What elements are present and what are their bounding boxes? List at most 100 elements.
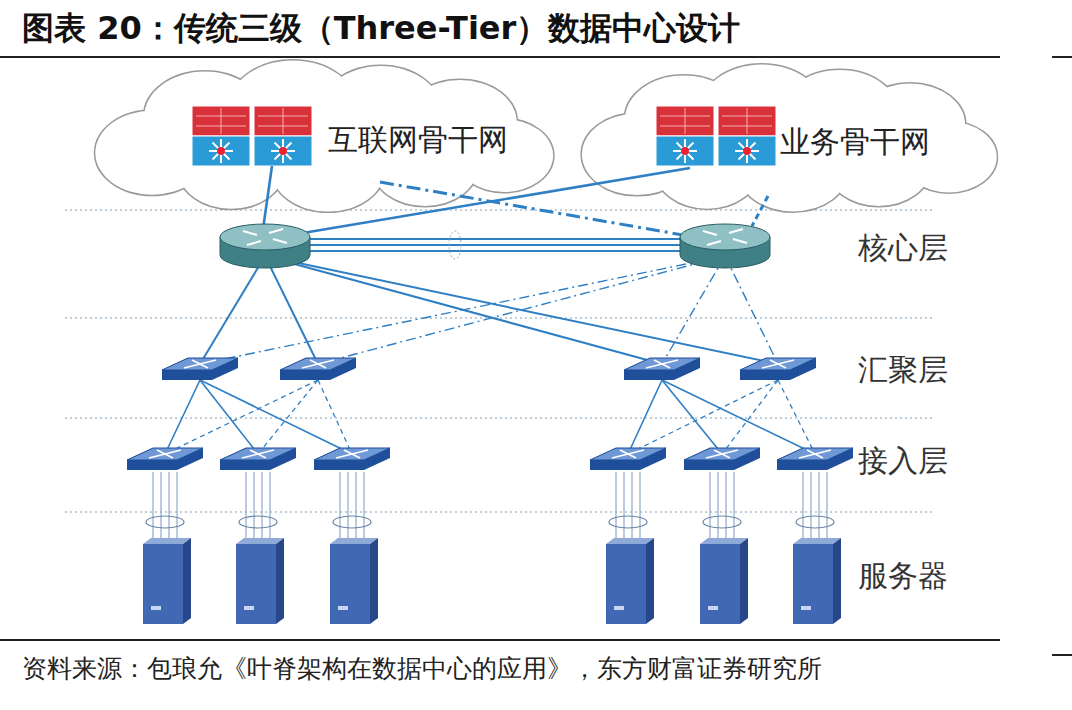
cloud-label: 互联网骨干网 [328,122,508,158]
server-link [818,472,819,540]
source-caption-box: 资料来源：包琅允《叶脊架构在数据中心的应用》，东方财富证券研究所 [22,652,1002,685]
server-link [339,472,340,540]
core-aggregation-link [200,256,725,364]
layer-separator [65,317,935,318]
backbone-switch-icon [718,106,776,166]
aggregation-access-link [628,380,778,454]
network-switch [280,358,356,380]
network-switch [220,448,296,470]
core-aggregation-link [265,256,318,364]
server-link [261,472,262,540]
backbone-cloud: 业务骨干网 [598,70,988,206]
server [793,538,841,624]
server-link [709,472,710,540]
layer-separator [65,417,935,418]
backbone-link [752,196,768,226]
aggregation-access-link [722,380,778,454]
server-link [733,472,734,540]
server-link [717,472,718,540]
backbone-switch-icon [254,106,312,166]
network-switch [624,358,700,380]
link-bundle-mark [146,516,184,528]
aggregation-access-link [318,380,352,454]
caption-rule [0,639,1000,641]
core-link [300,250,690,252]
layer-label: 接入层 [858,443,948,478]
link-bundle-mark [703,516,741,528]
aggregation-access-link [258,380,318,454]
aggregation-access-link [200,380,352,454]
layer-label-box: 接入层 [858,442,948,480]
server-link [176,472,177,540]
core-aggregation-link [662,256,725,364]
title-rule [1052,56,1072,58]
server [143,538,191,624]
layer-label-box: 核心层 [858,229,948,267]
link-bundle-mark [239,516,277,528]
layer-label-box: 服务器 [858,557,948,595]
layer-label: 核心层 [858,230,948,265]
network-switch [127,448,203,470]
layer-label-box: 汇聚层 [858,351,948,389]
backbone-switch-icon [192,106,250,166]
network-switch [777,448,853,470]
server-link [631,472,632,540]
link-bundle-mark [449,231,461,259]
network-switch [740,358,816,380]
core-aggregation-link [725,256,778,364]
core-link [300,244,690,246]
layer-label: 汇聚层 [858,352,948,387]
server-link [802,472,803,540]
core-aggregation-link [200,256,265,364]
layer-label: 服务器 [858,558,948,593]
server [700,538,748,624]
server-link [826,472,827,540]
aggregation-access-link [662,380,815,454]
backbone-switch-icon [656,106,714,166]
link-bundle-mark [333,516,371,528]
caption-rule [1052,654,1072,656]
server-link [810,472,811,540]
network-switch [162,358,238,380]
aggregation-access-link [165,380,318,454]
server-link [168,472,169,540]
title-rule [0,56,1000,58]
server-link [160,472,161,540]
server [236,538,284,624]
server-link [355,472,356,540]
backbone-cloud: 互联网骨干网 [108,66,548,206]
server-link [245,472,246,540]
layer-separator [65,511,935,512]
core-link [300,238,690,240]
network-switch [684,448,760,470]
aggregation-access-link [200,380,258,454]
server [330,538,378,624]
server-link [363,472,364,540]
server-link [623,472,624,540]
aggregation-access-link [662,380,722,454]
server-link [152,472,153,540]
cloud-label: 业务骨干网 [780,124,930,160]
server-link [615,472,616,540]
server-link [253,472,254,540]
chart-title-box: 图表 20：传统三级（Three-Tier）数据中心设计 [22,8,740,48]
core-router [680,224,770,268]
core-aggregation-link [265,256,778,364]
link-bundle-mark [796,516,834,528]
core-aggregation-link [265,256,662,364]
chart-title: 图表 20：传统三级（Three-Tier）数据中心设计 [22,9,740,47]
aggregation-access-link [165,380,200,454]
core-router [220,224,310,268]
aggregation-access-link [778,380,815,454]
aggregation-access-link [628,380,662,454]
server-link [725,472,726,540]
backbone-link [380,182,700,238]
server-link [639,472,640,540]
server [606,538,654,624]
link-bundle-mark [609,516,647,528]
network-switch [314,448,390,470]
network-switch [590,448,666,470]
server-link [269,472,270,540]
source-caption: 资料来源：包琅允《叶脊架构在数据中心的应用》，东方财富证券研究所 [22,654,822,683]
server-link [347,472,348,540]
